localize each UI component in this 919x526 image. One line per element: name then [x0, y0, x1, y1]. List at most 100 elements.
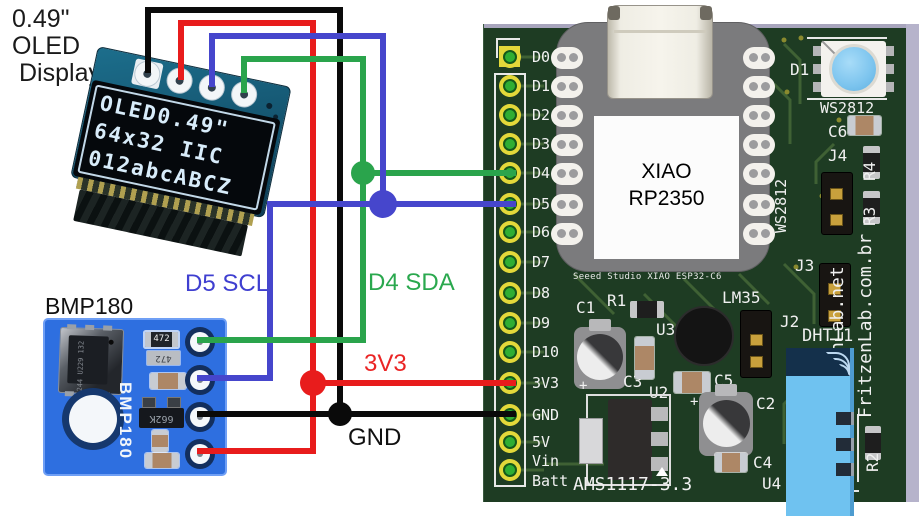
pin-label-d10: D10: [532, 343, 560, 361]
regulator-pin: [651, 432, 668, 446]
ref-label-r2: R2: [863, 452, 882, 472]
castellated-pad-right: [743, 223, 775, 245]
sensor-u3-body: [674, 306, 734, 366]
pad-d1: [499, 75, 521, 97]
oled-hole-center: [239, 89, 249, 100]
ref-label-r4: R4: [860, 161, 879, 181]
resistor-r2: [865, 426, 881, 460]
ws2812-silk-line: [807, 37, 887, 39]
oled-caption: 0.49" OLED Display: [12, 6, 101, 87]
pad-dot: [569, 53, 578, 62]
oled-caption-line3: Display: [19, 59, 101, 87]
ws2812-label-side: WS2812: [772, 178, 790, 233]
j3-pin: [828, 283, 841, 295]
brand-fritzenlab-combr: FritzenLab.com.br: [855, 233, 876, 418]
usb-corner-nub: [700, 6, 712, 20]
resistor-value: 472: [155, 353, 172, 363]
led-leg: [813, 82, 821, 92]
pad-d9: [499, 312, 521, 334]
castellated-pad-right: [743, 76, 775, 98]
dht11-pin: [836, 463, 854, 476]
regulator-label: AMS1117-3.3: [573, 474, 693, 495]
j4-pin: [830, 214, 843, 226]
oled-module: OLED0.49" 64x32 IIC 012abcABCZ: [61, 46, 292, 261]
led-leg: [886, 64, 894, 74]
pad-hole: [503, 345, 517, 359]
c1-plus-sign: +: [579, 378, 588, 394]
pin-label-d8: D8: [532, 284, 551, 302]
pad-hole: [503, 408, 517, 422]
sensor-die: [67, 335, 109, 385]
regulator-body: [608, 399, 652, 480]
pad-hole: [503, 316, 517, 330]
capacitor-c5: [674, 372, 710, 393]
led-leg: [886, 46, 894, 56]
pin-label-3v3: 3V3: [532, 374, 560, 392]
ref-label-j3: J3: [795, 256, 815, 275]
castellated-pad-left: [551, 163, 583, 185]
bmp-pin-sda: [185, 327, 215, 357]
pin-label-batt: Batt: [532, 472, 569, 490]
pin-label-5v: 5V: [532, 433, 551, 451]
dht11-sensor: [786, 348, 854, 516]
pad-dot: [749, 111, 758, 120]
pcb-side-edge: [906, 24, 919, 502]
pad-d10: [499, 341, 521, 363]
pad-hole: [503, 137, 517, 151]
led-leg: [813, 64, 821, 74]
ref-label-c2: C2: [756, 394, 776, 413]
net-label-3v3: 3V3: [364, 350, 407, 377]
pad-dot: [569, 111, 578, 120]
castellated-pad-left: [551, 105, 583, 127]
pad-hole: [503, 79, 517, 93]
bmp-pin-vcc: [185, 439, 215, 469]
dht11-right-shade: [850, 348, 854, 516]
bmp-capacitor: [145, 453, 179, 468]
pad-hole: [503, 197, 517, 211]
silkscreen-outline: [494, 73, 526, 487]
bmp-pin-gnd: [185, 402, 215, 432]
regulator-pin1-triangle: [656, 467, 668, 476]
capacitor-c2: [699, 384, 753, 456]
bmp-cap-small: [167, 397, 181, 408]
pad-dot: [557, 140, 566, 149]
c2-plus-sign: +: [690, 394, 699, 410]
castellated-pad-right: [743, 194, 775, 216]
usb-corner-nub: [608, 6, 620, 20]
dht11-wave: [839, 364, 850, 375]
capacitor-c6: [848, 116, 881, 135]
pad-d6: [499, 221, 521, 243]
pin-center: [197, 339, 203, 345]
pad-dot: [569, 169, 578, 178]
pad-hole: [503, 255, 517, 269]
pad-hole: [503, 50, 517, 64]
bmp-vent-hole: [62, 388, 124, 450]
xiao-title: XIAO RP2350: [594, 158, 739, 212]
ref-label-j4: J4: [828, 146, 848, 165]
bmp-chip-662k: 662K: [139, 408, 184, 428]
ref-label-c6: C6: [828, 122, 848, 141]
ws2812-label-top: WS2812: [820, 99, 875, 117]
pad-dot: [569, 229, 578, 238]
usb-c-connector: [607, 5, 713, 99]
regulator-pin: [651, 407, 668, 421]
oled-hole-center: [207, 82, 217, 93]
sensor-dot: [108, 339, 114, 345]
pad-dot: [557, 53, 566, 62]
pad-dot: [749, 140, 758, 149]
pad-d0: [499, 46, 521, 68]
j3-pin: [828, 310, 841, 322]
pin-center: [197, 414, 203, 420]
pad-dot: [557, 111, 566, 120]
j4-pin: [830, 188, 843, 200]
pin-label-vin: Vin: [532, 452, 560, 470]
pad-dot: [557, 229, 566, 238]
oled-hole-center: [174, 75, 185, 86]
pad-d2: [499, 104, 521, 126]
castellated-pad-left: [551, 76, 583, 98]
pad-hole: [503, 435, 517, 449]
bmp-cap-small: [142, 397, 156, 408]
pad-dot: [557, 200, 566, 209]
junction-dot-scl: [369, 190, 397, 218]
sensor-marking: 1244 U229 132: [75, 340, 86, 396]
